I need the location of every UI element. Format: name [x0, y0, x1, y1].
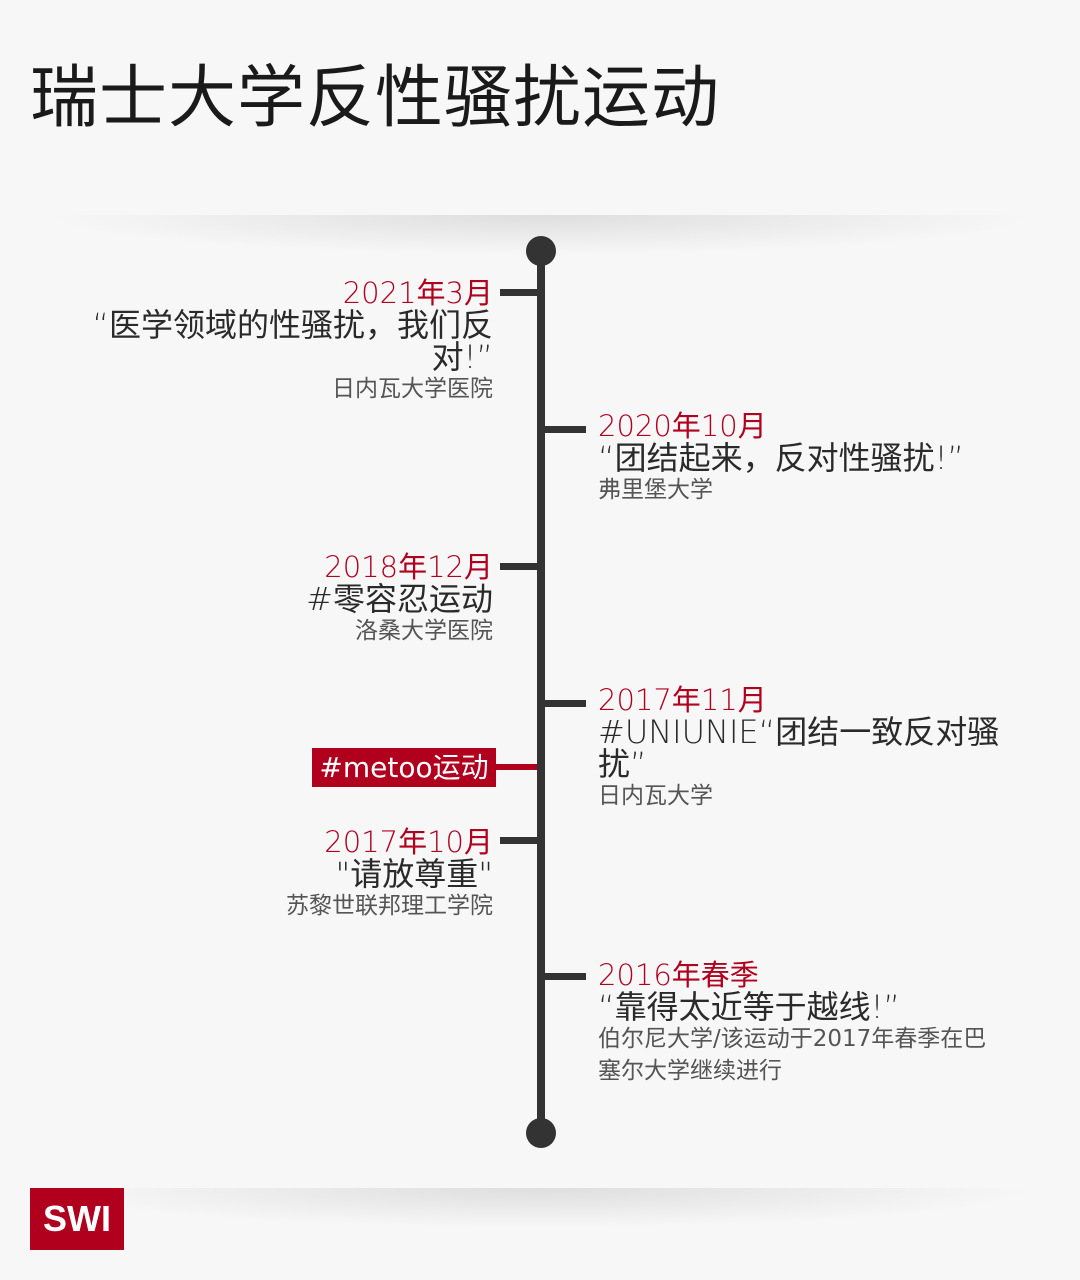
entry-date: 2017年11月: [598, 683, 767, 717]
tick-2020-10: [541, 426, 586, 433]
timeline-entry: 2016年春季 “靠得太近等于越线!” 伯尔尼大学/该运动于2017年春季在巴 …: [598, 959, 986, 1087]
swi-logo: SWI: [30, 1188, 124, 1250]
entry-date: 2018年12月: [324, 550, 493, 584]
entry-quote: 扰”: [598, 745, 647, 783]
timeline-entry: 2017年11月 #UNIUNIE“团结一致反对骚 扰” 日内瓦大学: [598, 684, 999, 812]
tick-2017-11: [541, 700, 586, 707]
entry-source: 日内瓦大学: [598, 783, 713, 809]
metoo-tick: [496, 764, 537, 770]
timeline-axis: [537, 250, 545, 1134]
timeline-start-dot: [526, 236, 556, 266]
entry-quote: "请放尊重": [335, 855, 493, 893]
entry-quote: “医学领域的性骚扰，我们反: [92, 306, 493, 344]
timeline-entry: 2017年10月 "请放尊重" 苏黎世联邦理工学院: [286, 826, 493, 922]
tick-2016-spring: [541, 973, 586, 980]
entry-source: 日内瓦大学医院: [332, 376, 493, 402]
entry-source: 弗里堡大学: [598, 477, 713, 503]
entry-date: 2016年春季: [598, 958, 759, 992]
entry-quote: “靠得太近等于越线!”: [598, 988, 900, 1026]
entry-source: 洛桑大学医院: [355, 618, 493, 644]
timeline-end-dot: [526, 1118, 556, 1148]
entry-source: 塞尔大学继续进行: [598, 1058, 782, 1084]
entry-quote: #UNIUNIE“团结一致反对骚: [598, 713, 1000, 751]
timeline-entry: 2020年10月 “团结起来，反对性骚扰!” 弗里堡大学: [598, 410, 964, 506]
divider-shadow-bottom: [40, 1188, 1040, 1228]
metoo-highlight-label: #metoo运动: [312, 748, 496, 787]
timeline-entry: 2018年12月 #零容忍运动 洛桑大学医院: [306, 551, 493, 647]
tick-2021-03: [500, 289, 540, 296]
entry-source: 苏黎世联邦理工学院: [286, 893, 493, 919]
entry-date: 2021年3月: [342, 276, 493, 310]
entry-date: 2017年10月: [324, 825, 493, 859]
page-title: 瑞士大学反性骚扰运动: [30, 59, 721, 138]
entry-quote: “团结起来，反对性骚扰!”: [598, 439, 964, 477]
entry-quote: 对!”: [431, 338, 493, 376]
entry-date: 2020年10月: [598, 409, 767, 443]
timeline-entry: 2021年3月 “医学领域的性骚扰，我们反 对!” 日内瓦大学医院: [92, 277, 493, 405]
entry-source: 伯尔尼大学/该运动于2017年春季在巴: [598, 1026, 987, 1052]
tick-2018-12: [500, 563, 540, 570]
entry-quote: #零容忍运动: [306, 580, 493, 618]
tick-2017-10: [500, 837, 540, 844]
